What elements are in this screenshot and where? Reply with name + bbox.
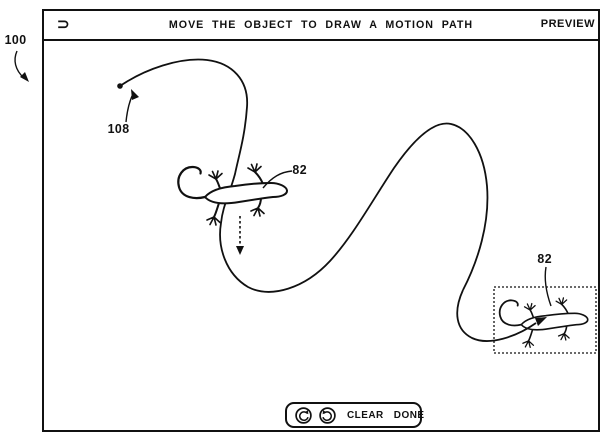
object-target-ref-label: 82 [537,251,553,266]
redo-icon[interactable] [319,406,336,424]
undo-icon[interactable] [295,406,312,424]
clear-button[interactable]: CLEAR [346,409,384,421]
preview-button[interactable]: PREVIEW [540,18,595,30]
figure-ref-label: 100 [4,32,27,47]
titlebar: ⊃ MOVE THE OBJECT TO DRAW A MOTION PATH … [44,11,598,41]
object-ref-label: 82 [292,162,308,177]
motion-path-end [456,289,537,342]
path-start-point[interactable] [117,83,123,89]
target-gecko[interactable] [498,297,589,349]
motion-path [119,58,489,293]
motion-direction-arrowhead [236,246,244,255]
back-button[interactable]: ⊃ [57,16,70,33]
done-button[interactable]: DONE [393,409,425,421]
motion-path-arrowhead [535,317,547,326]
path-start-ref-label: 108 [107,121,130,136]
leader-82-mid [262,170,293,189]
object-gecko[interactable] [177,162,289,227]
titlebar-instruction: MOVE THE OBJECT TO DRAW A MOTION PATH [168,19,474,31]
leader-108-arrowhead [131,89,139,100]
leader-100-arrowhead [20,72,29,82]
app-window: ⊃ MOVE THE OBJECT TO DRAW A MOTION PATH … [42,9,600,432]
leader-82-target [544,266,552,307]
bottom-toolbar: CLEAR DONE [285,402,425,428]
leader-100 [14,50,25,79]
